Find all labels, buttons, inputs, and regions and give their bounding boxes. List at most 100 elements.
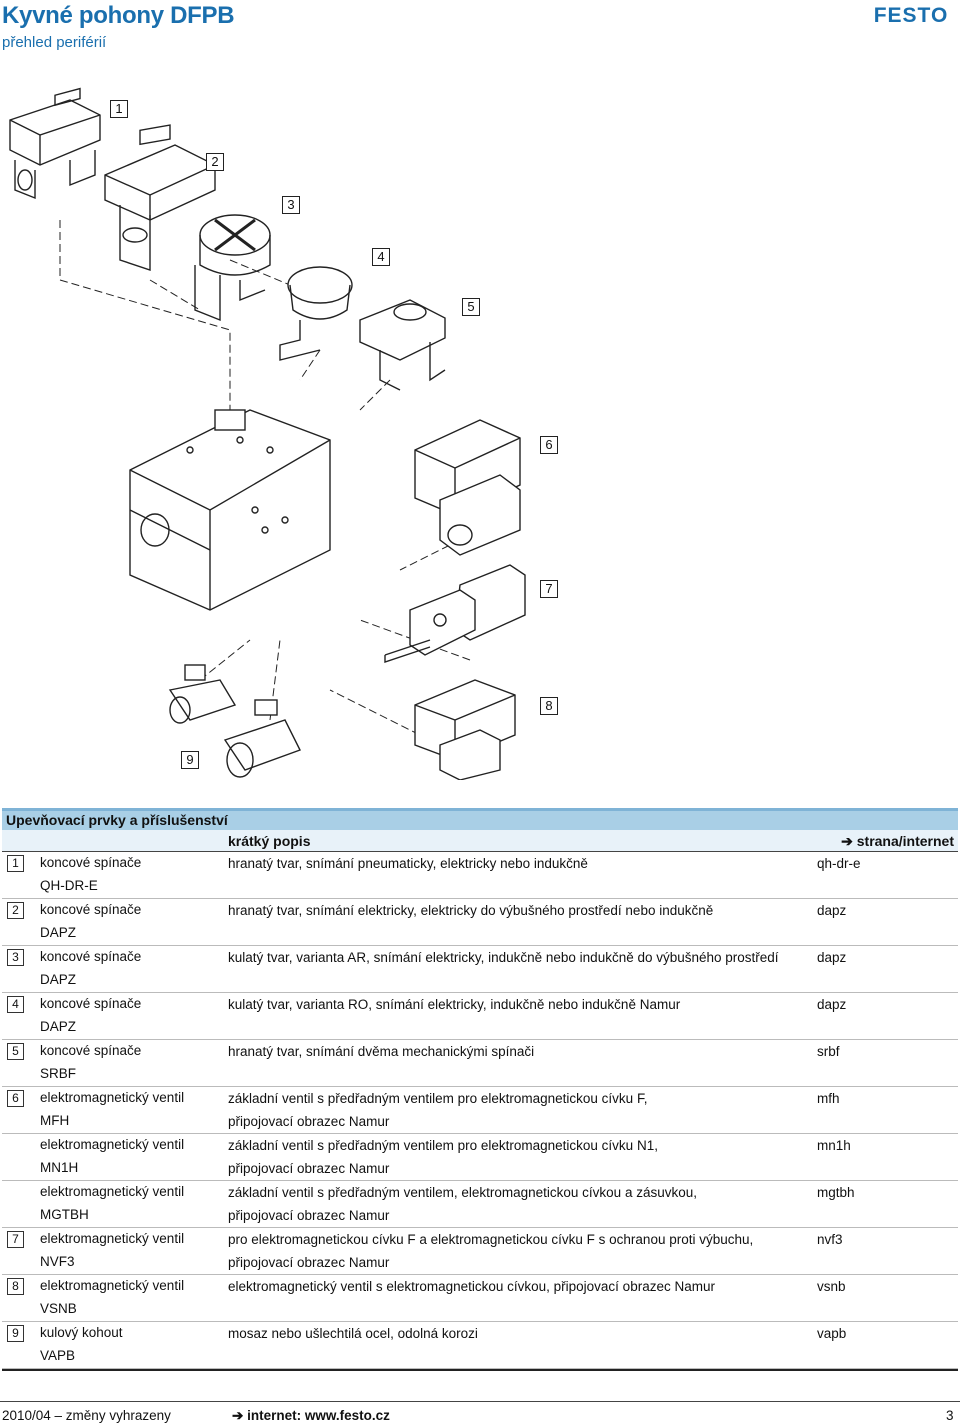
callout-7: 7 [540, 580, 558, 598]
row-desc-line-1: hranatý tvar, snímání pneumaticky, elekt… [228, 856, 588, 871]
table-section-title: Upevňovací prvky a příslušenství [2, 808, 958, 830]
row-desc-line-2: připojovací obrazec Namur [228, 1207, 390, 1223]
limit-switch-dapz-round-ro [279, 266, 353, 361]
row-desc-line-1: mosaz nebo ušlechtilá ocel, odolná koroz… [228, 1326, 478, 1341]
row-desc-line-1: kulatý tvar, varianta RO, snímání elektr… [228, 997, 681, 1012]
row-reference-link[interactable]: mfh [817, 1091, 840, 1106]
row-reference-link[interactable]: vapb [817, 1326, 847, 1341]
solenoid-valve-vsnb [414, 679, 516, 780]
page-number: 3 [946, 1408, 954, 1423]
callout-1: 1 [110, 100, 128, 118]
row-desc-line-2: připojovací obrazec Namur [228, 1113, 390, 1129]
callout-9: 9 [181, 751, 199, 769]
limit-switch-srbf [359, 299, 446, 391]
svg-text:FESTO: FESTO [874, 4, 949, 26]
row-desc-line-1: hranatý tvar, snímání elektricky, elektr… [228, 903, 714, 918]
row-product-name: koncové spínače [40, 855, 142, 870]
row-desc-line-1: hranatý tvar, snímání dvěma mechanickými… [228, 1044, 535, 1059]
row-product-name: koncové spínače [40, 902, 142, 917]
row-desc-line-1: základní ventil s předřadným ventilem pr… [228, 1138, 658, 1153]
row-reference-link[interactable]: dapz [817, 997, 847, 1012]
row-number: 4 [7, 996, 24, 1013]
row-product-type: MGTBH [40, 1206, 89, 1222]
row-description: základní ventil s předřadným ventilem pr… [228, 1088, 808, 1133]
row-desc-line-1: kulatý tvar, varianta AR, snímání elektr… [228, 950, 779, 965]
row-product-name: koncové spínače [40, 996, 142, 1011]
row-product-type: DAPZ [40, 924, 77, 940]
row-description: kulatý tvar, varianta AR, snímání elektr… [228, 947, 808, 970]
row-reference-link[interactable]: srbf [817, 1044, 840, 1059]
solenoid-valve-nvf3 [384, 564, 526, 663]
row-reference-link[interactable]: vsnb [817, 1279, 846, 1294]
row-product-name: elektromagnetický ventil [40, 1231, 185, 1246]
col-ref-label: strana/internet [856, 833, 954, 849]
limit-switch-dapz-round-ar [194, 214, 271, 322]
table-column-header: krátký popis ➔ strana/internet [2, 830, 958, 852]
row-description: základní ventil s předřadným ventilem, e… [228, 1182, 808, 1227]
row-reference-link[interactable]: mn1h [817, 1138, 851, 1153]
row-product-type: SRBF [40, 1065, 77, 1081]
callout-4: 4 [372, 248, 390, 266]
footer-rule [0, 1401, 960, 1402]
callout-3: 3 [282, 196, 300, 214]
col-ref-header: ➔ strana/internet [841, 833, 954, 850]
row-product-type: MN1H [40, 1159, 79, 1175]
footer-internet-label: internet: www.festo.cz [247, 1408, 390, 1423]
row-reference-link[interactable]: dapz [817, 903, 847, 918]
row-reference-link[interactable]: mgtbh [817, 1185, 855, 1200]
row-number: 8 [7, 1278, 24, 1295]
row-description: mosaz nebo ušlechtilá ocel, odolná koroz… [228, 1323, 808, 1346]
actuator-dfpb [129, 409, 331, 611]
row-reference-link[interactable]: qh-dr-e [817, 856, 861, 871]
solenoid-valve-mfh [414, 419, 521, 556]
col-desc-header: krátký popis [228, 833, 311, 849]
row-description: hranatý tvar, snímání pneumaticky, elekt… [228, 853, 808, 876]
row-desc-line-1: základní ventil s předřadným ventilem, e… [228, 1185, 697, 1200]
row-desc-line-1: elektromagnetický ventil s elektromagnet… [228, 1279, 715, 1294]
row-product-name: elektromagnetický ventil [40, 1137, 185, 1152]
row-product-name: elektromagnetický ventil [40, 1278, 185, 1293]
row-description: elektromagnetický ventil s elektromagnet… [228, 1276, 808, 1299]
footer-note: 2010/04 – změny vyhrazeny [2, 1408, 171, 1423]
row-product-name: koncové spínače [40, 1043, 142, 1058]
arrow-right-icon: ➔ [232, 1408, 244, 1423]
row-reference-link[interactable]: nvf3 [817, 1232, 843, 1247]
row-desc-line-2: připojovací obrazec Namur [228, 1160, 390, 1176]
row-product-type: MFH [40, 1112, 70, 1128]
row-desc-line-1: pro elektromagnetickou cívku F a elektro… [228, 1232, 754, 1247]
row-number: 6 [7, 1090, 24, 1107]
row-description: základní ventil s předřadným ventilem pr… [228, 1135, 808, 1180]
limit-switch-dapz-square [104, 124, 216, 271]
row-number: 3 [7, 949, 24, 966]
row-number: 1 [7, 855, 24, 872]
festo-logo: FESTO [866, 4, 956, 26]
row-number: 5 [7, 1043, 24, 1060]
arrow-right-icon: ➔ [841, 833, 853, 849]
footer-internet-link[interactable]: ➔ internet: www.festo.cz [232, 1408, 390, 1424]
callout-5: 5 [462, 298, 480, 316]
row-reference-link[interactable]: dapz [817, 950, 847, 965]
row-product-type: DAPZ [40, 1018, 77, 1034]
row-product-name: kulový kohout [40, 1325, 123, 1340]
row-number: 2 [7, 902, 24, 919]
row-product-name: koncové spínače [40, 949, 142, 964]
row-product-type: NVF3 [40, 1253, 75, 1269]
